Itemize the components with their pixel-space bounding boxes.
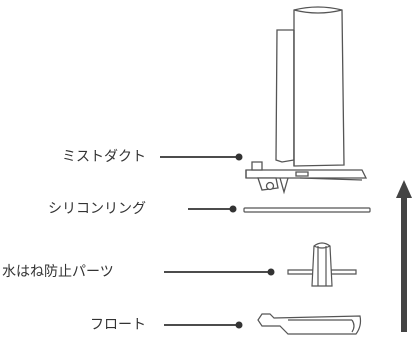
leader-dot-float: [235, 321, 243, 329]
mist-duct-part: [245, 6, 368, 195]
leader-dot-mist-duct: [235, 153, 243, 161]
label-mist-duct: ミストダクト: [62, 149, 146, 165]
leader-lines: [160, 153, 275, 329]
label-silicone-ring: シリコンリング: [48, 201, 146, 217]
leader-dot-splash-guard: [267, 268, 275, 276]
leader-dot-silicone-ring: [229, 205, 237, 213]
label-splash-guard: 水はね防止パーツ: [2, 264, 114, 280]
float-part: [257, 313, 362, 335]
silicone-ring-part: [243, 207, 371, 213]
assembly-up-arrow-icon: [396, 180, 412, 332]
splash-guard-part: [287, 242, 357, 287]
label-float: フロート: [90, 317, 146, 333]
